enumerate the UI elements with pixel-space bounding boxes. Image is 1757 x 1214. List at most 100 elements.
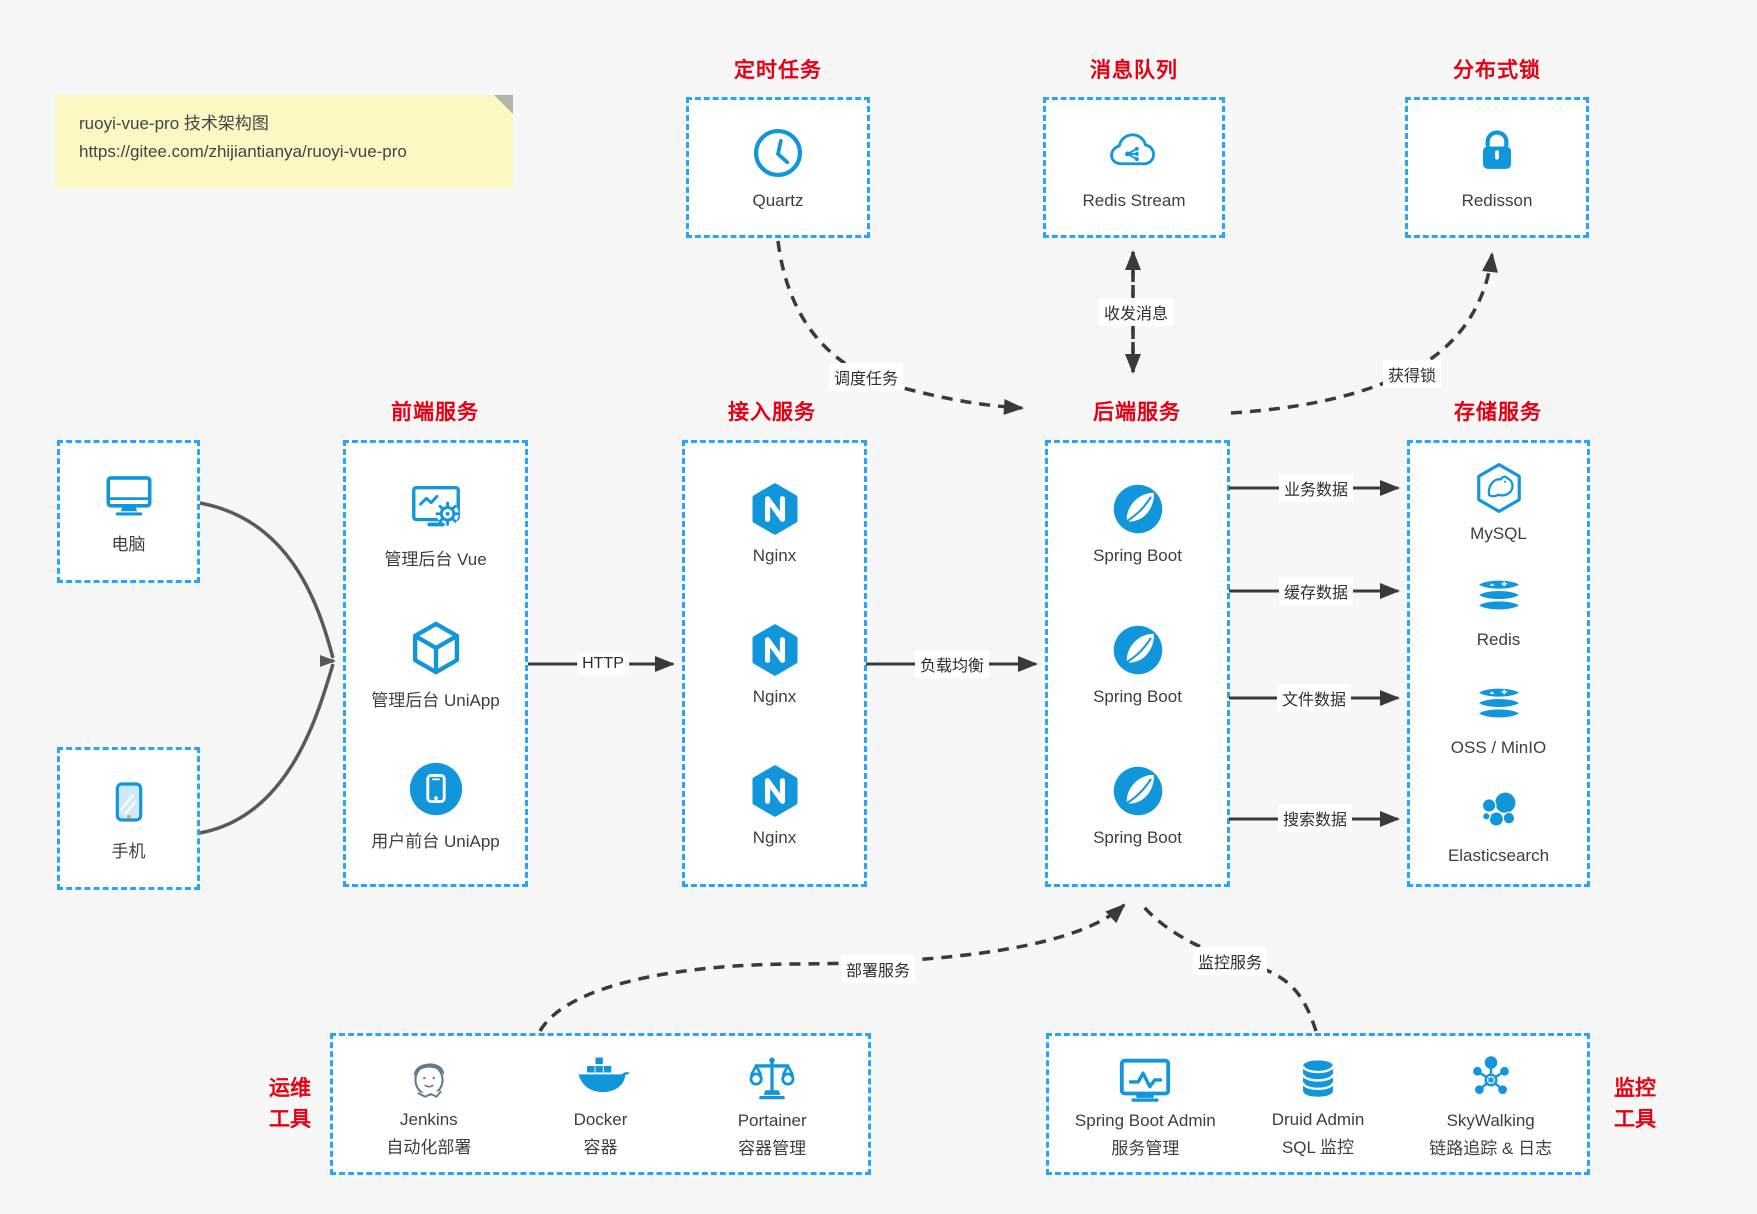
service-node-admin-uniapp: 管理后台 UniApp — [346, 594, 525, 735]
tool-node-portainer: Portainer 容器管理 — [686, 1044, 858, 1164]
node-label: Spring Boot — [1093, 546, 1182, 565]
tool-desc: SQL 监控 — [1281, 1137, 1355, 1157]
user-app-icon — [409, 762, 462, 815]
note-title: ruoyi-vue-pro 技术架构图 — [79, 114, 269, 133]
service-node-nginx-2: Nginx — [685, 594, 864, 735]
edge-label-load-balance: 负载均衡 — [914, 650, 990, 678]
node-label: 用户前台 UniApp — [371, 831, 500, 851]
note-url: https://gitee.com/zhijiantianya/ruoyi-vu… — [79, 142, 407, 161]
box-frontend-services: 管理后台 Vue 管理后台 UniApp 用户前台 UniApp — [343, 440, 528, 887]
edge-label-deploy-service: 部署服务 — [840, 955, 916, 983]
service-node-user-uniapp: 用户前台 UniApp — [346, 735, 525, 876]
tool-node-druid-admin: Druid Admin SQL 监控 — [1232, 1044, 1405, 1164]
edge-label-http: HTTP — [577, 653, 629, 675]
tool-desc: 容器 — [583, 1137, 618, 1157]
jenkins-icon — [413, 1062, 444, 1098]
sticky-note: ruoyi-vue-pro 技术架构图 https://gitee.com/zh… — [55, 95, 513, 188]
desktop-icon — [106, 476, 151, 516]
lock-icon — [1483, 129, 1511, 169]
tool-name: Portainer — [737, 1110, 807, 1130]
service-node-nginx-3: Nginx — [685, 735, 864, 876]
edge-label-business-data: 业务数据 — [1278, 474, 1354, 502]
tool-name: Jenkins — [400, 1109, 458, 1129]
box-ops-tools: Jenkins 自动化部署 Docker 容器 — [330, 1033, 871, 1175]
box-redisson: Redisson — [1405, 97, 1589, 238]
node-label: Redis Stream — [1082, 190, 1186, 210]
mysql-icon — [1476, 463, 1521, 514]
note-fold-corner-icon — [494, 95, 513, 114]
node-label: OSS / MinIO — [1450, 737, 1547, 757]
uniapp-cube-icon — [412, 621, 459, 674]
box-desktop-client: 电脑 — [57, 440, 200, 583]
edge-label-monitor-service: 监控服务 — [1192, 947, 1268, 975]
arrow-acquire-lock — [1230, 252, 1498, 415]
edge-label-file-data: 文件数据 — [1276, 684, 1352, 712]
edge-label-schedule-task: 调度任务 — [828, 363, 904, 391]
tool-desc: 自动化部署 — [386, 1137, 472, 1157]
side-title-monitor-tools: 监控 工具 — [1614, 1077, 1656, 1131]
box-storage-services: MySQL Redis OSS / MinIO — [1407, 440, 1590, 887]
spring-icon — [1113, 766, 1162, 816]
tool-desc: 链路追踪 & 日志 — [1429, 1138, 1553, 1158]
column-title-backend: 后端服务 — [1093, 401, 1181, 424]
node-label: MySQL — [1470, 524, 1527, 544]
service-node-oss-minio: OSS / MinIO — [1410, 664, 1587, 771]
box-backend-services: Spring Boot Spring Boot Spring Boot — [1045, 440, 1230, 887]
node-label: 管理后台 UniApp — [371, 690, 500, 710]
column-title-gateway: 接入服务 — [728, 401, 816, 424]
redis-stack-icon — [1478, 580, 1519, 610]
service-node-springboot-1: Spring Boot — [1048, 453, 1227, 594]
portainer-icon — [749, 1057, 795, 1099]
tool-node-springboot-admin: Spring Boot Admin 服务管理 — [1059, 1044, 1232, 1164]
node-label: Nginx — [752, 828, 797, 847]
edge-label-acquire-lock: 获得锁 — [1382, 360, 1442, 388]
edge-label-cache-data: 缓存数据 — [1278, 577, 1354, 605]
nginx-icon — [752, 483, 797, 535]
group-title-distributed-lock: 分布式锁 — [1453, 59, 1541, 82]
smartphone-icon — [115, 782, 142, 822]
storage-stack-icon — [1478, 688, 1519, 718]
box-redis-stream: Redis Stream — [1043, 97, 1225, 238]
spring-icon — [1113, 484, 1162, 534]
column-title-frontend: 前端服务 — [391, 401, 479, 424]
node-label: Redis — [1476, 630, 1521, 650]
group-title-message-queue: 消息队列 — [1090, 59, 1178, 82]
node-label: 管理后台 Vue — [384, 549, 487, 569]
clock-icon — [753, 128, 803, 177]
tool-desc: 容器管理 — [738, 1138, 807, 1158]
arrow-deploy-service — [538, 903, 1126, 1032]
node-label: Spring Boot — [1093, 828, 1182, 847]
client-label: 手机 — [111, 842, 146, 861]
service-node-nginx-1: Nginx — [685, 453, 864, 594]
box-gateway-services: Nginx Nginx Nginx — [682, 440, 867, 887]
service-node-redis: Redis — [1410, 556, 1587, 663]
service-node-mysql: MySQL — [1410, 449, 1587, 556]
spring-icon — [1113, 625, 1162, 675]
group-title-scheduled-task: 定时任务 — [734, 59, 822, 82]
service-node-elasticsearch: Elasticsearch — [1410, 771, 1587, 878]
box-monitor-tools: Spring Boot Admin 服务管理 Druid Admin SQL 监… — [1046, 1033, 1590, 1175]
springboot-admin-icon — [1120, 1058, 1171, 1102]
nginx-icon — [752, 765, 797, 817]
side-title-ops-tools: 运维 工具 — [269, 1077, 311, 1131]
nginx-icon — [752, 624, 797, 676]
client-label: 电脑 — [111, 535, 146, 554]
elasticsearch-icon — [1481, 791, 1517, 827]
client-to-frontend-connector — [199, 501, 336, 835]
admin-vue-icon — [411, 485, 460, 526]
docker-icon — [578, 1057, 630, 1092]
tool-name: Druid Admin — [1271, 1109, 1365, 1129]
skywalking-icon — [1472, 1055, 1509, 1094]
tool-desc: 服务管理 — [1111, 1138, 1180, 1158]
node-label: Elasticsearch — [1447, 845, 1550, 865]
service-node-admin-vue: 管理后台 Vue — [346, 453, 525, 594]
tool-node-jenkins: Jenkins 自动化部署 — [343, 1044, 515, 1164]
cloud-mq-icon — [1110, 132, 1155, 165]
edge-label-send-receive-message: 收发消息 — [1098, 298, 1174, 326]
node-label: Nginx — [752, 546, 797, 565]
column-title-storage: 存储服务 — [1454, 401, 1542, 424]
node-label: Quartz — [752, 190, 804, 210]
tool-name: SkyWalking — [1446, 1110, 1535, 1130]
tool-node-skywalking: SkyWalking 链路追踪 & 日志 — [1404, 1044, 1577, 1164]
